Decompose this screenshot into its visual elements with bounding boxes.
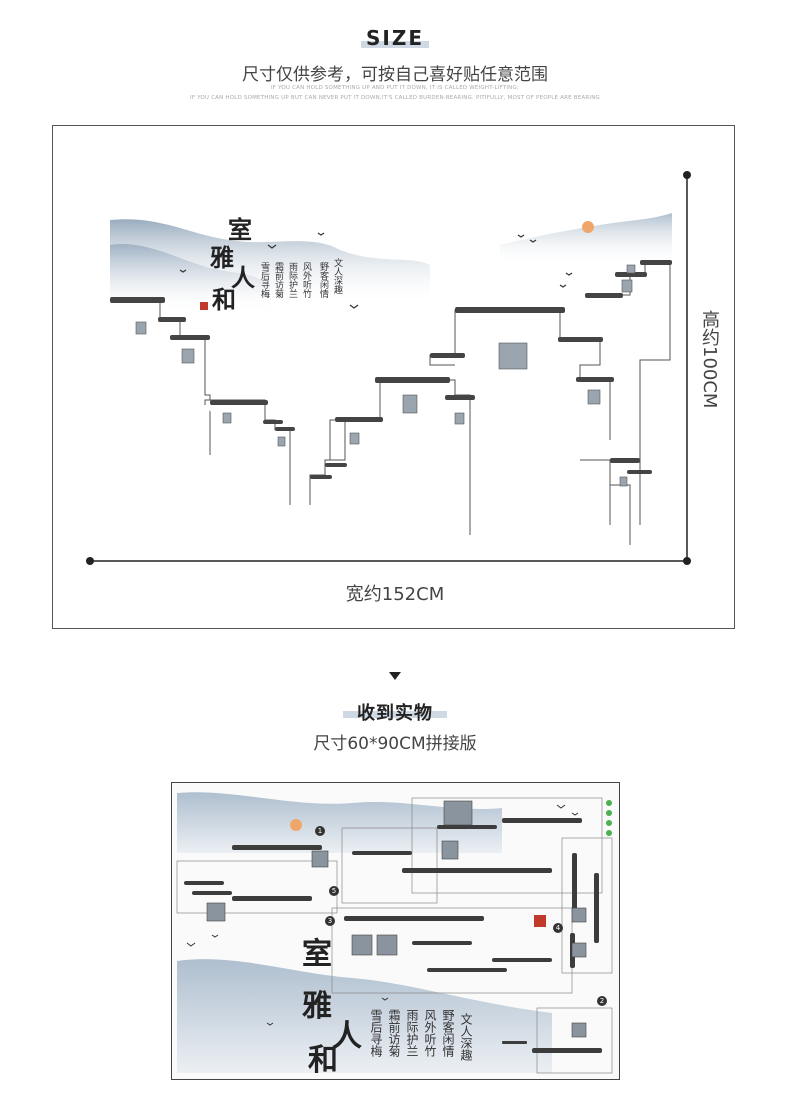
artwork-title-char-2: 雅 xyxy=(210,243,234,272)
seal-stamp xyxy=(200,302,208,310)
sheet-poem-column-1: 文人深趣 xyxy=(459,1013,473,1061)
sheet-poem-column-4: 雨际护兰 xyxy=(405,1009,419,1057)
sheet-poem-column-2: 野客闲情 xyxy=(441,1009,455,1057)
arrow-down-icon xyxy=(389,672,401,680)
photo-sun-icon xyxy=(290,819,302,831)
fine-print-line-2: IF YOU CAN HOLD SOMETHING UP BUT CAN NEV… xyxy=(190,95,600,101)
poem-column-6: 雪后寻梅 xyxy=(259,262,269,298)
received-title: 收到实物 xyxy=(357,703,433,724)
fine-print-line-1: IF YOU CAN HOLD SOMETHING UP AND PUT IT … xyxy=(270,85,520,91)
dimension-lines xyxy=(86,171,691,565)
width-label: 宽约152CM xyxy=(345,584,445,605)
green-markers xyxy=(606,800,612,836)
poem-column-3: 风外听竹 xyxy=(301,262,311,298)
sheet-title-char-2: 雅 xyxy=(302,989,332,1024)
poem-column-1: 文人深趣 xyxy=(332,258,342,294)
received-subtitle: 尺寸60*90CM拼接版 xyxy=(313,734,477,754)
sheet-poem-column-5: 霜前访菊 xyxy=(387,1009,401,1057)
right-mountain xyxy=(500,213,672,265)
part-number-3: 3 xyxy=(325,916,335,926)
sheet-title-char-3: 人 xyxy=(332,1019,362,1054)
sheet-title-char-1: 室 xyxy=(302,937,332,972)
photo-seal-stamp xyxy=(534,915,546,927)
sheet-poem-column-6: 雪后寻梅 xyxy=(369,1009,383,1057)
poem-column-5: 霜前访菊 xyxy=(273,262,283,298)
artwork-title-char-4: 和 xyxy=(212,285,236,314)
artwork-title-char-3: 人 xyxy=(231,263,255,292)
size-title: SIZE xyxy=(365,26,424,50)
photo-birds-icon xyxy=(186,804,579,1026)
wall-sticker-artwork xyxy=(110,213,672,545)
part-number-5: 5 xyxy=(329,886,339,896)
size-subtitle: 尺寸仅供参考，可按自己喜好贴任意范围 xyxy=(242,65,548,85)
sun-icon xyxy=(582,221,594,233)
poem-column-4: 雨际护兰 xyxy=(287,262,297,298)
part-number-2: 2 xyxy=(597,996,607,1006)
title-underline xyxy=(361,41,429,48)
sheet-poem-column-3: 风外听竹 xyxy=(423,1009,437,1057)
height-label: 高约100CM xyxy=(699,310,720,409)
part-number-1: 1 xyxy=(315,826,325,836)
size-preview-frame xyxy=(52,125,735,629)
poem-column-2: 野客闲情 xyxy=(318,262,328,298)
part-number-4: 4 xyxy=(553,923,563,933)
sticker-sheet-drawing xyxy=(176,792,613,1074)
sticker-sheet-photo: 1 2 3 4 5 室 雅 人 和 文人深趣 野客闲情 风外听竹 雨际护兰 霜前… xyxy=(171,782,620,1080)
birds-icon xyxy=(179,232,573,309)
received-title-underline xyxy=(343,711,447,718)
sheet-title-char-4: 和 xyxy=(308,1043,338,1078)
artwork-title-char-1: 室 xyxy=(228,215,252,244)
